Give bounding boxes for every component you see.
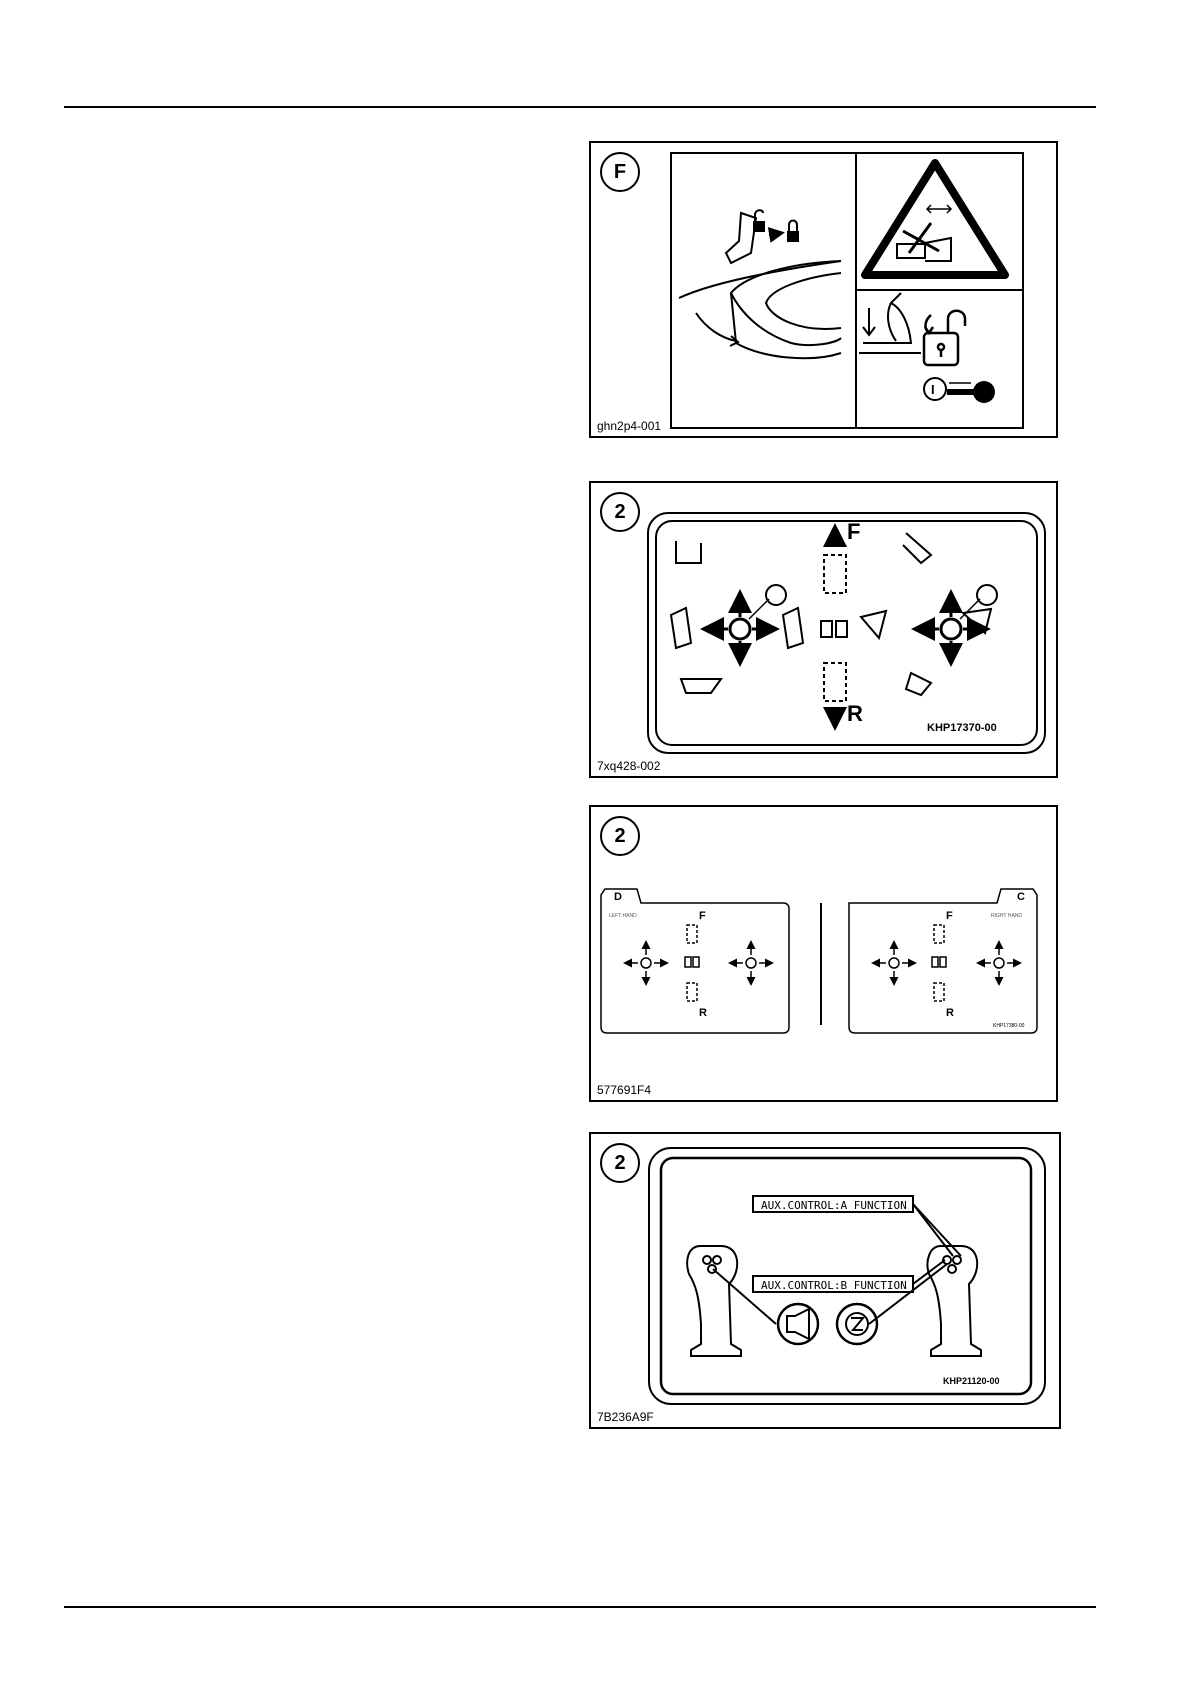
figure-control-pattern-decal: F R KHP17370-00 2 7xq428-002	[589, 481, 1058, 778]
figure-badge: 2	[600, 1143, 640, 1183]
control-console-drawing	[679, 213, 841, 358]
lock-open-icon	[924, 311, 965, 365]
lower-bucket-icon	[859, 293, 921, 353]
figure-badge: 2	[600, 492, 640, 532]
aux-b-label: AUX.CONTROL:B FUNCTION	[761, 1279, 907, 1292]
figure-aux-control-decal: AUX.CONTROL:A FUNCTION AUX.CONTROL:B FUN…	[589, 1132, 1061, 1429]
right-decal-corner-label: C	[1017, 891, 1025, 903]
figure-badge: 2	[600, 816, 640, 856]
horn-icon	[778, 1304, 818, 1344]
warning-triangle-icon	[865, 163, 1005, 275]
forward-label: F	[847, 519, 860, 544]
aux-control-decal: AUX.CONTROL:A FUNCTION AUX.CONTROL:B FUN…	[591, 1134, 1059, 1427]
svg-text:I: I	[931, 382, 935, 397]
figure-dual-decals: D LEFT HAND F R C RIGHT HAND F R KHP1738…	[589, 805, 1058, 1102]
left-decal-corner-label: D	[614, 891, 622, 903]
dual-control-decals: D LEFT HAND F R C RIGHT HAND F R KHP1738…	[591, 807, 1056, 1100]
key-icon: I	[924, 378, 995, 403]
figure-code: 577691F4	[597, 1083, 651, 1097]
aux-part-number: KHP21120-00	[943, 1376, 1000, 1386]
aux-a-label: AUX.CONTROL:A FUNCTION	[761, 1199, 907, 1212]
auxiliary-control-icon	[837, 1304, 877, 1344]
left-decal-forward: F	[699, 910, 706, 922]
right-decal-reverse: R	[946, 1007, 954, 1019]
right-decal-hand-label: RIGHT HAND	[991, 913, 1022, 919]
control-pattern-decal: F R KHP17370-00	[591, 483, 1056, 776]
right-decal-forward: F	[946, 910, 953, 922]
reverse-label: R	[847, 701, 863, 726]
left-decal-reverse: R	[699, 1007, 707, 1019]
footer-rule	[64, 1606, 1096, 1608]
figure-safety-lock: I F ghn2p4-001	[589, 141, 1058, 438]
figure-badge: F	[600, 152, 640, 192]
left-decal-hand-label: LEFT HAND	[609, 913, 637, 919]
decal-part-number: KHP17370-00	[927, 722, 997, 734]
figure-code: 7B236A9F	[597, 1410, 654, 1424]
header-rule	[64, 106, 1096, 108]
right-decal-part-number: KHP17380-00	[993, 1023, 1025, 1029]
figure-code: ghn2p4-001	[597, 419, 661, 433]
lock-icon	[787, 221, 799, 243]
safety-lock-illustration: I	[591, 143, 1056, 436]
figure-code: 7xq428-002	[597, 759, 660, 773]
unlock-icon	[753, 210, 765, 232]
